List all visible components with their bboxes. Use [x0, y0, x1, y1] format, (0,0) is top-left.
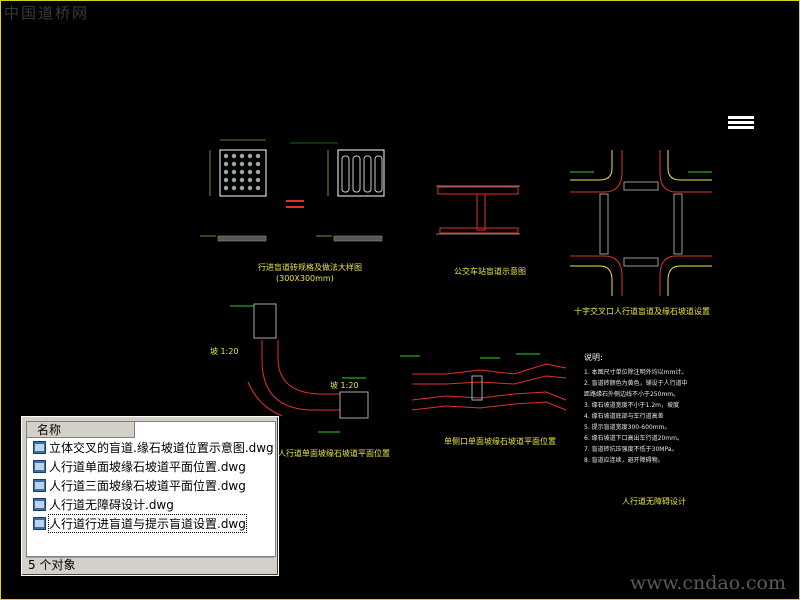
- note-line: 6. 缘石坡道下口高出车行道20mm。: [584, 435, 683, 442]
- watermark-top-left: 中国道桥网: [4, 4, 90, 22]
- file-list[interactable]: 名称 立体交叉的盲道.缘石坡道位置示意图.dwg 人行道单面坡缘石坡道平面位置.…: [26, 421, 276, 557]
- bus-stop-diagram: [436, 185, 520, 235]
- column-header-name[interactable]: 名称: [27, 422, 135, 438]
- note-line: 7. 盲道砖抗压强度不低于30MPa。: [584, 446, 678, 453]
- label-bus-stop: 公交车站盲道示意图: [454, 267, 526, 276]
- drawing-notes: 说明: 1. 本图尺寸单位除注明外均以mm计。 2. 盲道砖颜色为黄色，铺设于人…: [584, 352, 704, 466]
- sheet-title: 人行道无障碍设计: [622, 497, 686, 506]
- file-name: 立体交叉的盲道.缘石坡道位置示意图.dwg: [49, 441, 274, 455]
- dwg-file-icon: [33, 517, 46, 530]
- file-name: 人行道行进盲道与提示盲道设置.dwg: [48, 514, 247, 533]
- dwg-file-icon: [33, 441, 46, 454]
- note-line: 8. 盲道应连续，避开障碍物。: [584, 457, 664, 464]
- dwg-file-icon: [33, 460, 46, 473]
- file-name: 人行道三面坡缘石坡道平面位置.dwg: [49, 479, 246, 493]
- file-item-1[interactable]: 人行道单面坡缘石坡道平面位置.dwg: [27, 457, 275, 476]
- note-line: 3. 缘石坡道宽度不小于1.2m，坡度: [584, 402, 680, 409]
- label-tactile-scale: (300X300mm): [276, 274, 334, 283]
- tactile-tile-dots-detail: [209, 139, 267, 197]
- label-slope-1: 坡 1:20: [210, 347, 239, 356]
- note-line: 4. 缘石坡道底部与车行道高差: [584, 413, 664, 420]
- status-bar: 5 个对象: [26, 557, 274, 572]
- label-intersection: 十字交叉口人行道盲道及缘石坡道设置: [574, 307, 710, 316]
- note-line: 5. 提示盲道宽度300-600mm。: [584, 424, 671, 431]
- curb-ramp-single-diagram: [230, 303, 369, 433]
- label-slope-2: 坡 1:20: [330, 381, 359, 390]
- file-list-panel: 名称 立体交叉的盲道.缘石坡道位置示意图.dwg 人行道单面坡缘石坡道平面位置.…: [21, 416, 279, 576]
- watermark-bottom-right: www.cndao.com: [629, 572, 786, 594]
- menu-icon: [728, 116, 754, 129]
- dwg-file-icon: [33, 498, 46, 511]
- label-curb-ramp-mid: 单侧口单面坡缘石坡道平面位置: [444, 437, 556, 446]
- label-curb-ramp-single: 人行道单面坡缘石坡道平面位置: [278, 449, 390, 458]
- dwg-file-icon: [33, 479, 46, 492]
- file-item-4[interactable]: 人行道行进盲道与提示盲道设置.dwg: [27, 514, 275, 533]
- file-item-2[interactable]: 人行道三面坡缘石坡道平面位置.dwg: [27, 476, 275, 495]
- tile-section-lines: [200, 235, 383, 242]
- note-line: 2. 盲道砖颜色为黄色，铺设于人行道中: [584, 380, 688, 387]
- curb-ramp-mid-diagram: [400, 353, 567, 411]
- file-item-3[interactable]: 人行道无障碍设计.dwg: [27, 495, 275, 514]
- note-line: 1. 本图尺寸单位除注明外均以mm计。: [584, 369, 688, 376]
- notes-title: 说明:: [584, 353, 603, 362]
- note-line: 距路缘石外侧边线不小于250mm。: [584, 391, 680, 398]
- file-item-0[interactable]: 立体交叉的盲道.缘石坡道位置示意图.dwg: [27, 438, 275, 457]
- tactile-tile-bars-detail: [290, 142, 385, 197]
- file-name: 人行道无障碍设计.dwg: [49, 498, 174, 512]
- file-name: 人行道单面坡缘石坡道平面位置.dwg: [49, 460, 246, 474]
- intersection-diagram: [570, 150, 712, 296]
- label-tactile-detail: 行进盲道砖规格及做法大样图: [258, 263, 362, 272]
